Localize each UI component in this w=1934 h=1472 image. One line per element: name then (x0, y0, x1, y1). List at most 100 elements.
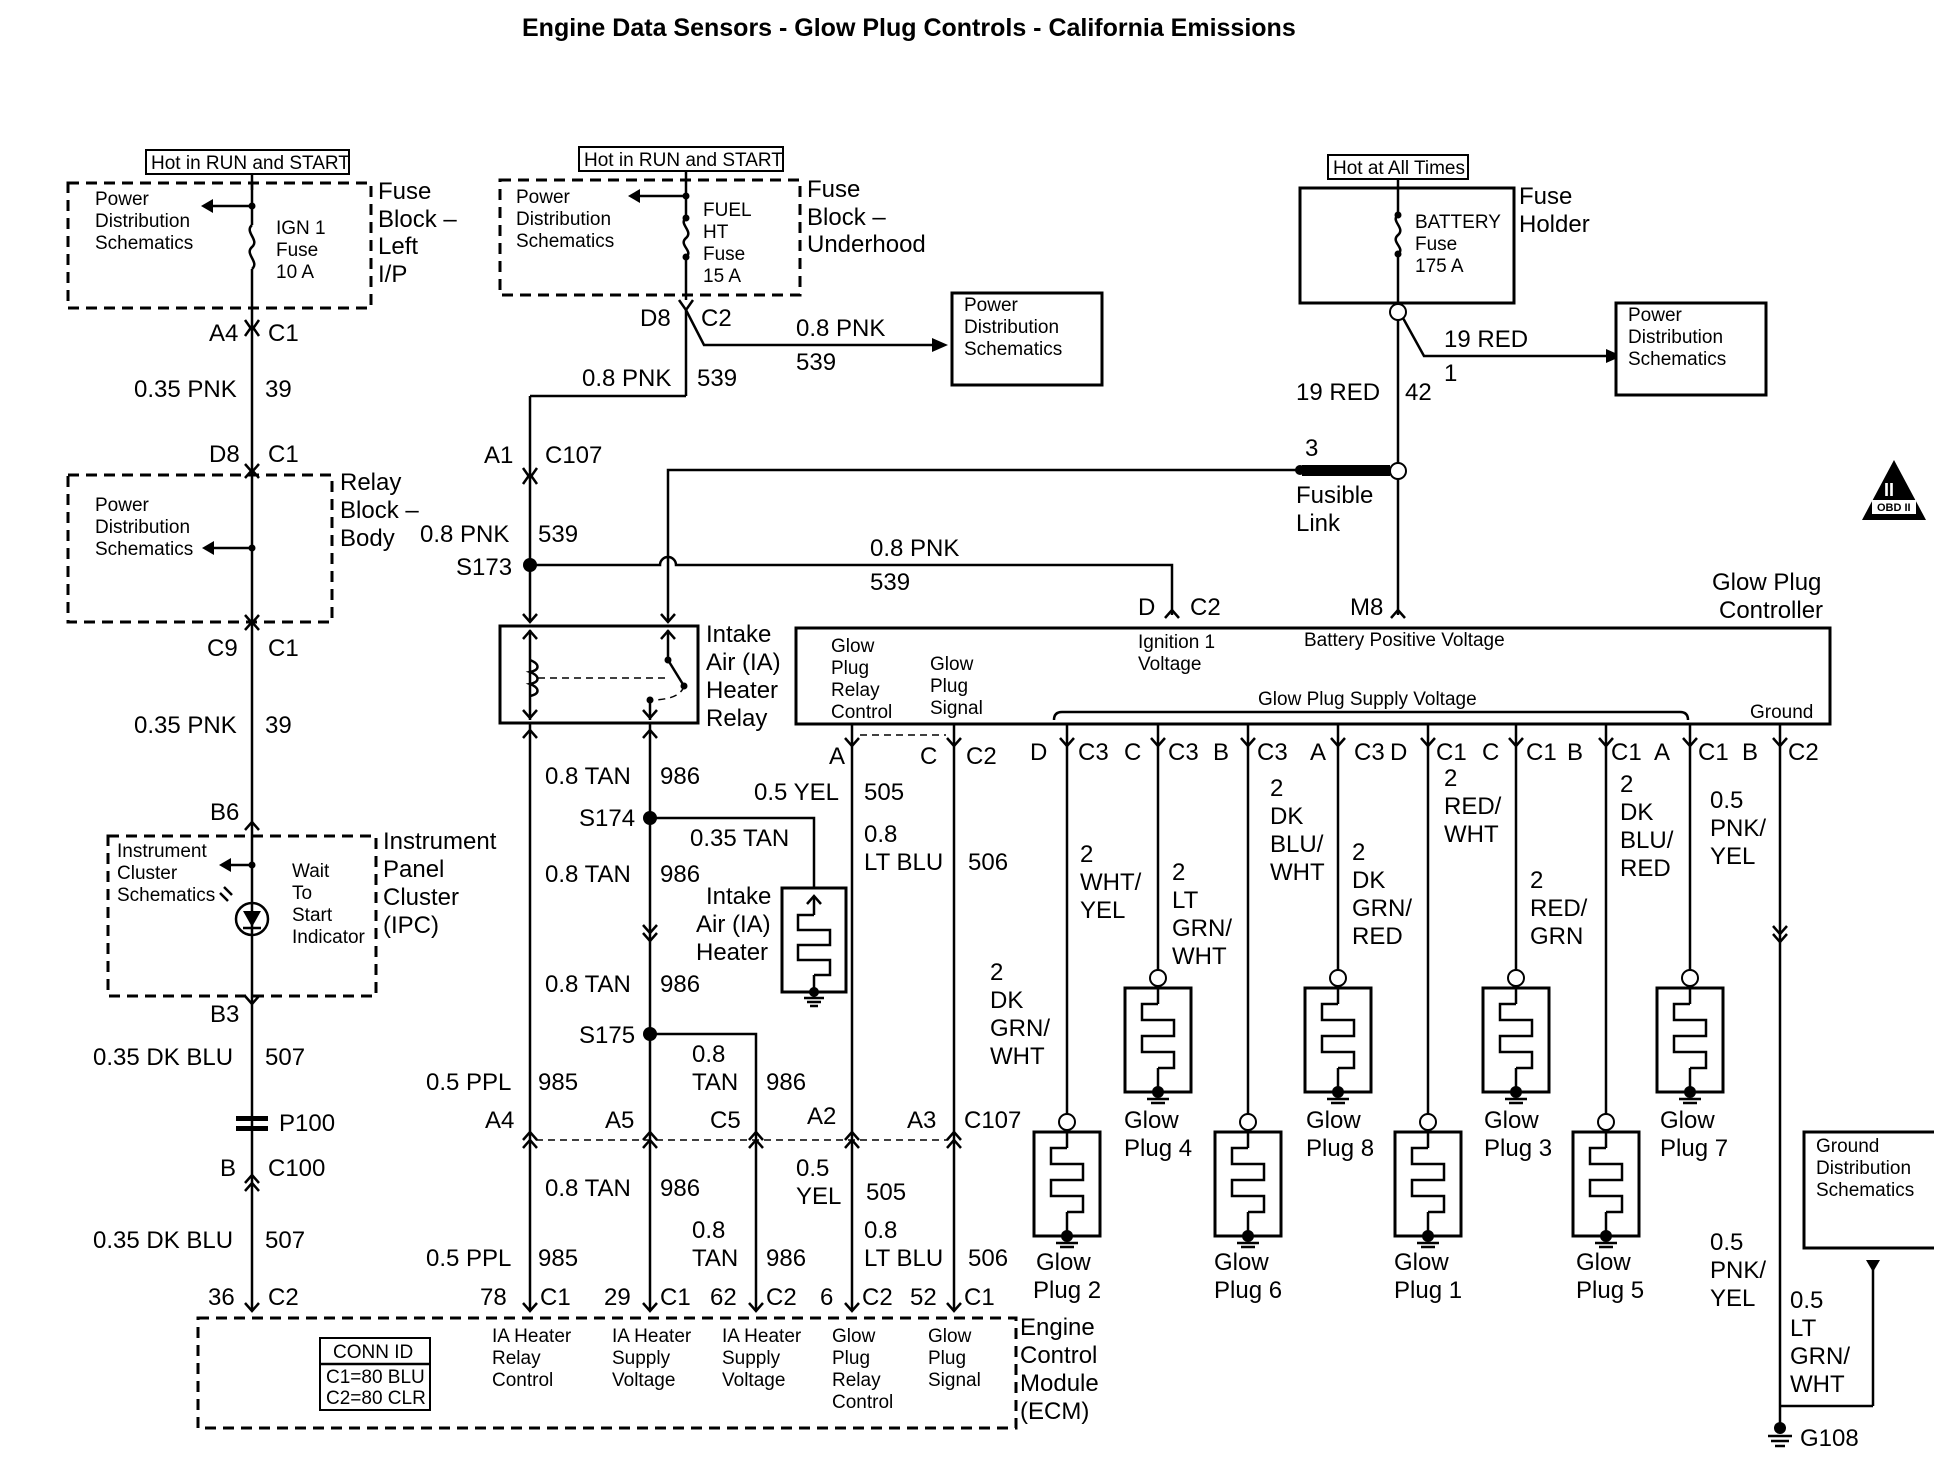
ground-circuit: 0.5 PNK/ YEL Ground Distribution Schemat… (1710, 724, 1934, 1452)
plug-label: Glow (1036, 1249, 1091, 1276)
svg-text:Voltage: Voltage (722, 1370, 785, 1391)
svg-text:Block –: Block – (340, 497, 419, 524)
svg-text:Power: Power (516, 187, 571, 208)
glow-plug-labels: Glow Plug 2 Glow Plug 4 Glow Plug 6 Glow… (1033, 1107, 1728, 1304)
svg-text:BLU/: BLU/ (1270, 831, 1324, 858)
plug-label: Glow (1660, 1107, 1715, 1134)
ground-g108: G108 (1800, 1425, 1859, 1452)
svg-text:Control: Control (1020, 1342, 1097, 1369)
svg-text:YEL: YEL (1710, 843, 1755, 870)
svg-text:986: 986 (766, 1245, 806, 1272)
svg-text:RED: RED (1352, 923, 1403, 950)
svg-text:2: 2 (1620, 771, 1633, 798)
svg-text:HT: HT (703, 222, 729, 243)
relay-output-wiring: 0.8 TAN 986 S174 0.35 TAN 0.8 TAN 986 0.… (426, 723, 816, 1310)
svg-text:Relay: Relay (831, 680, 880, 701)
fuse-holder: Hot at All Times BATTERY Fuse 175 A Fuse… (1298, 154, 1590, 305)
svg-text:0.5: 0.5 (1710, 787, 1743, 814)
glow-plug-wire-labels: 2 DK GRN/ WHT 2 WHT/ YEL 2 LT GRN/ WHT 2… (990, 765, 1766, 1070)
svg-text:GRN/: GRN/ (1790, 1343, 1850, 1370)
svg-text:Fusible: Fusible (1296, 482, 1373, 509)
svg-text:Plug: Plug (831, 658, 869, 679)
svg-text:3: 3 (1305, 435, 1318, 462)
svg-text:C3: C3 (1257, 739, 1288, 766)
svg-text:0.8: 0.8 (692, 1217, 725, 1244)
svg-text:S174: S174 (579, 805, 635, 832)
svg-text:Engine: Engine (1020, 1314, 1095, 1341)
svg-text:II: II (1884, 480, 1894, 500)
svg-text:2: 2 (1270, 775, 1283, 802)
svg-text:RED: RED (1620, 855, 1671, 882)
svg-text:0.5 PPL: 0.5 PPL (426, 1069, 511, 1096)
svg-text:PNK/: PNK/ (1710, 1257, 1766, 1284)
glow-plug-6 (1481, 724, 1551, 1105)
diagram-title: Engine Data Sensors - Glow Plug Controls… (522, 14, 1296, 42)
obd-ii-icon: OBD II II (1862, 460, 1926, 520)
svg-text:C: C (920, 743, 937, 770)
glow-plug-pin-labels: D C3 C C3 B C3 A C3 D C1 C C1 B C1 A C1 … (1030, 739, 1819, 766)
svg-text:B6: B6 (210, 799, 239, 826)
svg-text:M8: M8 (1350, 594, 1383, 621)
svg-text:C107: C107 (964, 1107, 1021, 1134)
svg-text:A3: A3 (907, 1107, 936, 1134)
svg-text:Relay: Relay (340, 469, 401, 496)
svg-text:Hot at All Times: Hot at All Times (1333, 158, 1465, 179)
svg-text:D8: D8 (640, 305, 671, 332)
svg-text:0.5: 0.5 (796, 1155, 829, 1182)
svg-text:B: B (1567, 739, 1583, 766)
svg-text:C1: C1 (540, 1284, 571, 1311)
svg-text:C9: C9 (207, 635, 238, 662)
svg-text:Distribution: Distribution (95, 211, 190, 232)
ia-heater-relay: Intake Air (IA) Heater Relay (498, 621, 781, 732)
svg-text:C: C (1482, 739, 1499, 766)
instrument-panel-cluster: Instrument Cluster Schematics Wait To St… (106, 828, 497, 998)
svg-text:505: 505 (864, 779, 904, 806)
svg-text:0.5: 0.5 (1790, 1287, 1823, 1314)
svg-text:Instrument: Instrument (117, 841, 207, 862)
svg-text:0.8 TAN: 0.8 TAN (545, 763, 631, 790)
svg-text:Underhood: Underhood (807, 231, 926, 258)
plug-label: Plug 3 (1484, 1135, 1552, 1162)
svg-text:To: To (292, 883, 312, 904)
svg-text:C2: C2 (701, 305, 732, 332)
svg-text:Hot in RUN and START: Hot in RUN and START (584, 150, 783, 171)
svg-text:Heater: Heater (696, 939, 768, 966)
svg-text:Ground: Ground (1816, 1136, 1879, 1157)
svg-text:DK: DK (1352, 867, 1385, 894)
svg-text:Instrument: Instrument (383, 828, 497, 855)
svg-text:0.35 PNK: 0.35 PNK (134, 376, 237, 403)
svg-text:I/P: I/P (378, 261, 407, 288)
plug-label: Glow (1484, 1107, 1539, 1134)
svg-text:2: 2 (990, 959, 1003, 986)
svg-text:A2: A2 (807, 1103, 836, 1130)
svg-text:0.5 YEL: 0.5 YEL (754, 779, 839, 806)
svg-text:C1: C1 (268, 635, 299, 662)
svg-text:C1: C1 (268, 320, 299, 347)
wait-to-start-indicator-icon (234, 901, 270, 937)
svg-text:B: B (1213, 739, 1229, 766)
svg-text:2: 2 (1352, 839, 1365, 866)
plug-label: Plug 8 (1306, 1135, 1374, 1162)
svg-text:PNK/: PNK/ (1710, 815, 1766, 842)
svg-text:C2: C2 (268, 1284, 299, 1311)
svg-text:Controller: Controller (1719, 597, 1823, 624)
svg-text:Power: Power (95, 495, 150, 516)
svg-text:1: 1 (1444, 360, 1457, 387)
svg-text:505: 505 (866, 1179, 906, 1206)
svg-text:GRN: GRN (1530, 923, 1583, 950)
svg-text:Glow Plug Supply Voltage: Glow Plug Supply Voltage (1258, 689, 1477, 710)
svg-text:0.8 PNK: 0.8 PNK (420, 521, 509, 548)
svg-text:0.8 PNK: 0.8 PNK (582, 365, 671, 392)
engine-control-module: CONN ID C1=80 BLU C2=80 CLR Engine Contr… (196, 1284, 1099, 1430)
svg-text:C: C (1124, 739, 1141, 766)
svg-text:A: A (1310, 739, 1326, 766)
svg-text:C5: C5 (710, 1107, 741, 1134)
svg-text:D8: D8 (209, 441, 240, 468)
svg-text:IGN 1: IGN 1 (276, 218, 326, 239)
svg-text:Block –: Block – (807, 204, 886, 231)
ia-heater: Intake Air (IA) Heater (696, 883, 848, 1008)
svg-text:A: A (829, 743, 845, 770)
svg-text:C3: C3 (1168, 739, 1199, 766)
svg-text:A5: A5 (605, 1107, 634, 1134)
svg-text:Distribution: Distribution (95, 517, 190, 538)
